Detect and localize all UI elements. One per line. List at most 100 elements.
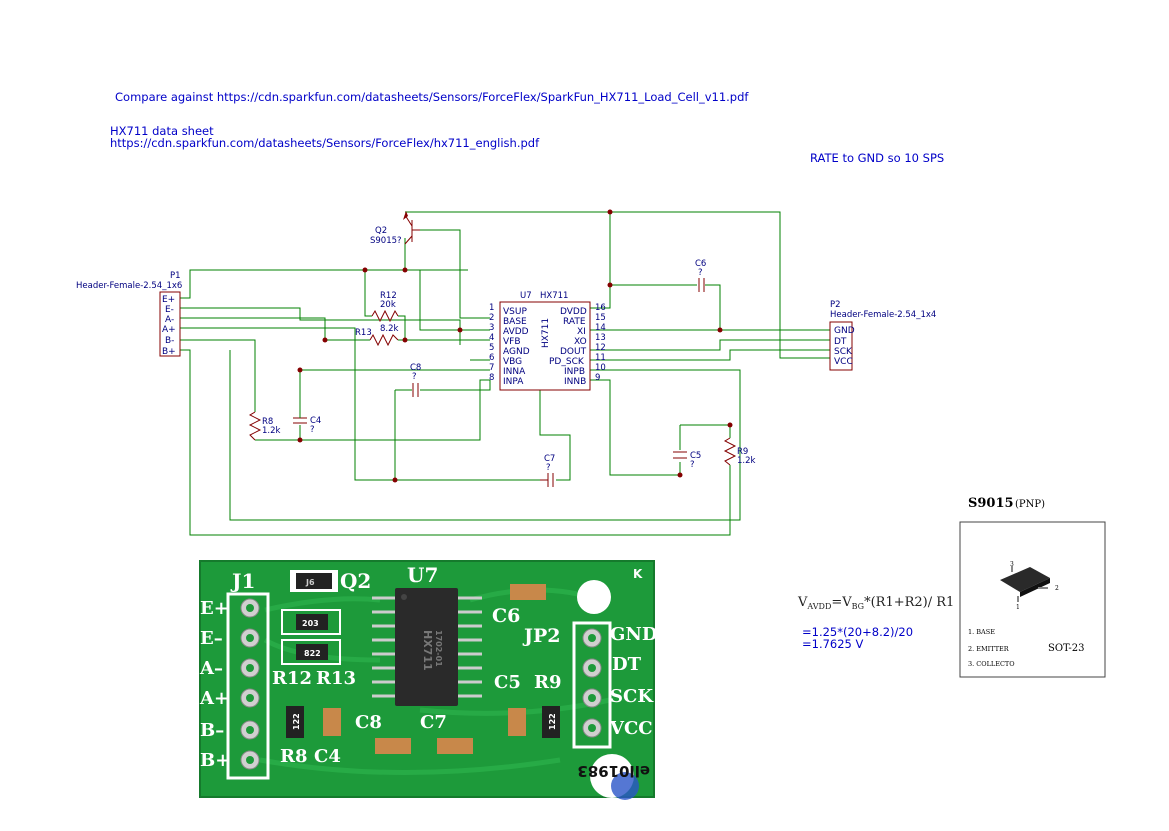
r9-ref: R9 xyxy=(737,447,748,457)
p2-pin-4: VCC xyxy=(834,357,853,367)
q2-ref: Q2 xyxy=(375,226,387,236)
r12-value: 20k xyxy=(380,300,396,310)
datasheet-title: HX711 data sheet xyxy=(110,124,214,138)
svg-text:2: 2 xyxy=(1055,585,1059,592)
svg-text:DT: DT xyxy=(612,654,642,675)
svg-text:A–: A– xyxy=(199,658,223,679)
c8-value: ? xyxy=(412,372,417,382)
s9015-package: SOT-23 xyxy=(1048,643,1085,654)
c4-ref: C4 xyxy=(310,416,321,426)
p1-header: P1 Header-Female-2.54_1x6 E+ E- A- A+ B-… xyxy=(76,271,182,357)
svg-text:12: 12 xyxy=(595,343,606,353)
board-label-j1: J1 xyxy=(230,569,255,593)
svg-text:4: 4 xyxy=(489,333,494,343)
s9015-legend-2: 2. EMITTER xyxy=(968,645,1010,653)
svg-text:11: 11 xyxy=(595,353,606,363)
board-label-r8: R8 xyxy=(280,746,307,767)
r8-ref: R8 xyxy=(262,417,273,427)
svg-text:15: 15 xyxy=(595,313,606,323)
svg-text:VBG: VBG xyxy=(503,357,522,367)
svg-text:E+: E+ xyxy=(200,598,229,619)
p1-pin-2: E- xyxy=(165,305,174,315)
c4-capacitor: C4 ? xyxy=(293,412,321,435)
svg-text:VFB: VFB xyxy=(503,337,521,347)
avdd-formula: VAVDD=VBG*(R1+R2)/ R1 =1.25*(20+8.2)/20 … xyxy=(797,595,954,651)
p1-value: Header-Female-2.54_1x6 xyxy=(76,281,182,291)
s9015-legend-3: 3. COLLECTO xyxy=(968,660,1015,668)
p2-header: P2 Header-Female-2.54_1x4 GND DT SCK VCC xyxy=(829,300,936,371)
svg-text:1702-01: 1702-01 xyxy=(434,630,443,667)
p2-pin-3: SCK xyxy=(834,347,853,357)
s9015-title: S9015 xyxy=(968,496,1014,511)
p1-pin-5: B- xyxy=(165,336,174,346)
svg-text:122: 122 xyxy=(548,713,557,730)
u7-value: HX711 xyxy=(540,291,568,301)
svg-text:SCK: SCK xyxy=(610,686,654,707)
rate-note: RATE to GND so 10 SPS xyxy=(810,151,944,165)
svg-text:INPB: INPB xyxy=(564,367,585,377)
p2-value: Header-Female-2.54_1x4 xyxy=(830,310,936,320)
formula-line-2: =1.25*(20+8.2)/20 xyxy=(802,625,913,639)
board-label-jp2: JP2 xyxy=(522,625,561,647)
svg-text:122: 122 xyxy=(292,713,301,730)
svg-text:INNA: INNA xyxy=(503,367,526,377)
svg-text:VAVDD=VBG*(R1+R2)/ R1: VAVDD=VBG*(R1+R2)/ R1 xyxy=(797,595,954,611)
board-label-q2: Q2 xyxy=(340,569,371,593)
board-photo: HX711 1702-01 J6 203 822 122 122 J1 Q2 U… xyxy=(199,560,657,800)
svg-text:B–: B– xyxy=(200,720,224,741)
p2-ref: P2 xyxy=(830,300,841,310)
r12-ref: R12 xyxy=(380,291,397,301)
svg-text:INNB: INNB xyxy=(564,377,586,387)
svg-text:1: 1 xyxy=(489,303,494,313)
svg-text:INPA: INPA xyxy=(503,377,524,387)
svg-text:RATE: RATE xyxy=(563,317,586,327)
s9015-legend-1: 1. BASE xyxy=(968,628,995,636)
r13-value: 8.2k xyxy=(380,324,399,334)
board-label-r9: R9 xyxy=(534,672,561,693)
svg-text:HX711: HX711 xyxy=(421,630,434,671)
p1-pin-3: A- xyxy=(165,315,174,325)
svg-text:3: 3 xyxy=(1010,561,1014,568)
p1-pin-1: E+ xyxy=(162,295,175,305)
board-label-r13: R13 xyxy=(316,668,356,689)
svg-text:B+: B+ xyxy=(200,750,230,771)
s9015-title-suffix: (PNP) xyxy=(1015,499,1045,510)
svg-text:XI: XI xyxy=(577,327,586,337)
svg-text:XO: XO xyxy=(574,337,587,347)
board-label-u7: U7 xyxy=(407,563,438,587)
board-label-c7: C7 xyxy=(420,712,447,733)
svg-text:10: 10 xyxy=(595,363,606,373)
svg-text:AVDD: AVDD xyxy=(503,327,529,337)
svg-text:1: 1 xyxy=(1016,604,1020,611)
svg-text:16: 16 xyxy=(595,303,606,313)
u7-ref: U7 xyxy=(520,291,532,301)
datasheet-url: https://cdn.sparkfun.com/datasheets/Sens… xyxy=(110,136,540,150)
svg-text:VSUP: VSUP xyxy=(503,307,527,317)
s9015-card: S9015 (PNP) 3 2 1 1. BASE 2. EMITTER 3. … xyxy=(959,496,1106,678)
sot23-icon xyxy=(1000,566,1050,602)
svg-text:9: 9 xyxy=(595,373,600,383)
svg-text:822: 822 xyxy=(304,649,321,658)
svg-text:7: 7 xyxy=(489,363,494,373)
board-label-k: K xyxy=(633,567,643,581)
board-right-labels: GND DT SCK VCC xyxy=(609,624,657,739)
board-serial: ell01983 xyxy=(577,762,650,780)
r12-resistor: R12 20k xyxy=(371,291,399,323)
svg-text:3: 3 xyxy=(489,323,494,333)
svg-text:J6: J6 xyxy=(305,578,315,587)
c7-capacitor: C7 ? xyxy=(540,454,555,487)
svg-text:6: 6 xyxy=(489,353,494,363)
c8-capacitor: C8 ? xyxy=(410,363,421,397)
c4-value: ? xyxy=(310,425,315,435)
q2-transistor: Q2 S9015? xyxy=(370,211,420,246)
r9-resistor: R9 1.2k xyxy=(723,437,756,466)
svg-text:14: 14 xyxy=(595,323,606,333)
c7-ref: C7 xyxy=(544,454,555,464)
svg-text:5: 5 xyxy=(489,343,494,353)
svg-text:AGND: AGND xyxy=(503,347,530,357)
r9-value: 1.2k xyxy=(737,456,756,466)
